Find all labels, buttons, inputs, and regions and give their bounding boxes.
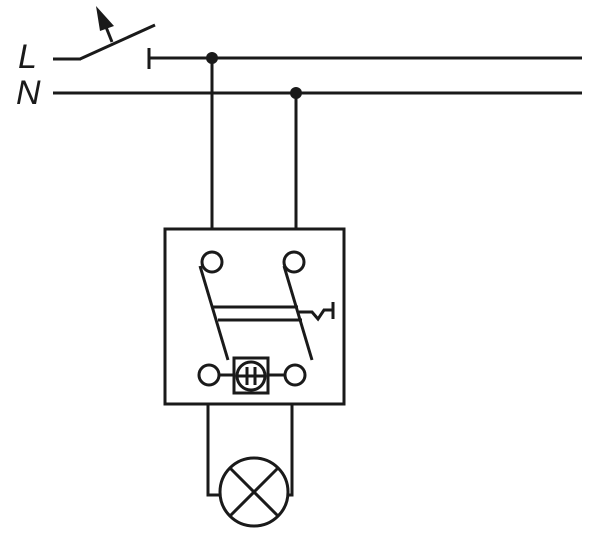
- line-conductor: [149, 52, 582, 64]
- trip-spring-icon: [299, 308, 333, 322]
- main-switch: [53, 6, 156, 69]
- rcd-breaker: [163, 227, 346, 406]
- test-button: [232, 356, 270, 395]
- arrow-icon: [96, 6, 114, 31]
- line-label: L: [18, 38, 37, 76]
- neutral-conductor: [53, 87, 582, 99]
- neutral-label: N: [16, 74, 41, 112]
- lamp: [206, 404, 294, 528]
- lamp-icon: [218, 456, 290, 528]
